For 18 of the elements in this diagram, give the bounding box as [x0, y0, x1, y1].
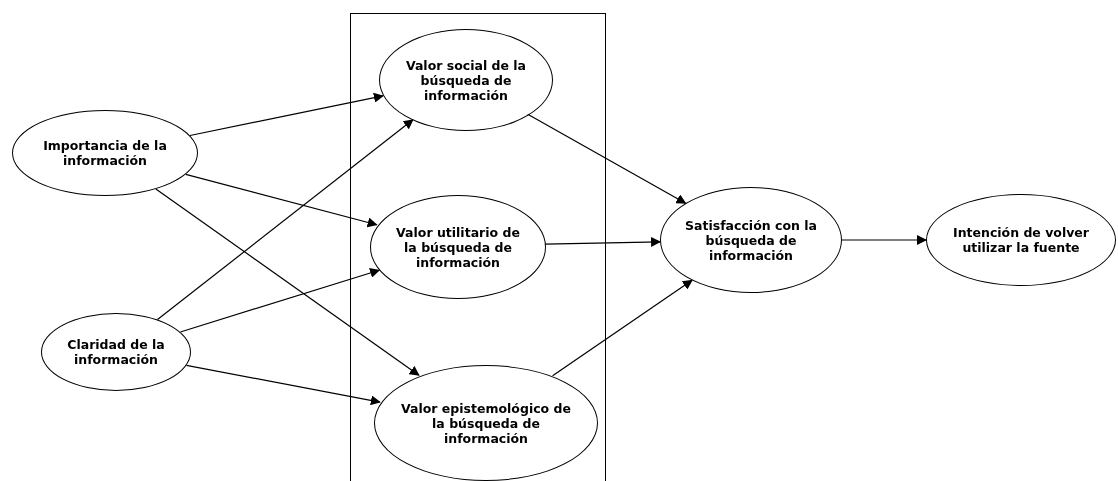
node-label: Satisfacción con la búsqueda de información [684, 217, 818, 263]
arrow [185, 173, 378, 228]
node-label: Valor utilitario de la búsqueda de información [395, 224, 521, 270]
node-label: Valor social de la búsqueda de información [404, 57, 528, 103]
node-label: Intención de volver utilizar la fuente [952, 225, 1090, 255]
arrow [156, 119, 414, 321]
grouping-frame [350, 13, 606, 481]
arrow [841, 235, 927, 245]
node-label: Importancia de la información [42, 138, 168, 168]
arrow [189, 92, 384, 137]
node-label: Valor epistemológico de la búsqueda de información [401, 400, 571, 446]
arrow [552, 279, 693, 377]
arrow [185, 364, 381, 406]
arrow [179, 268, 381, 333]
node-label: Claridad de la información [66, 337, 166, 367]
arrow [527, 113, 687, 204]
arrow [544, 237, 662, 248]
arrow [155, 188, 420, 376]
